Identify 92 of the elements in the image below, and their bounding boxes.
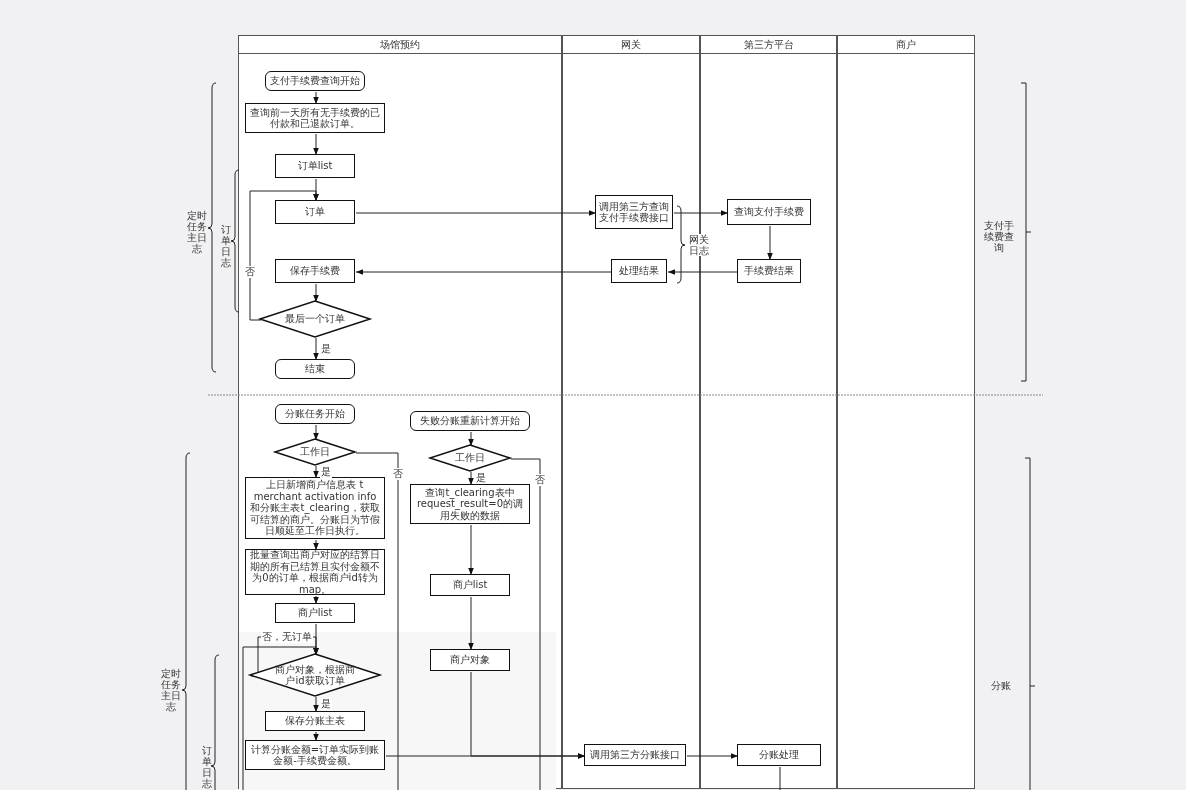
process-box: [275, 154, 355, 178]
connector-arrow: [355, 269, 613, 275]
connector-arrow: [313, 133, 319, 156]
connector-arrow: [470, 671, 586, 759]
edge-label: 否: [244, 266, 256, 278]
process-box: [265, 711, 365, 731]
node-label: 手续费结果: [744, 265, 794, 277]
connector-arrow: [468, 524, 474, 576]
node-label: 处理结果: [619, 265, 659, 277]
swimlane: [238, 35, 562, 789]
node-label: 失败分账重新计算开始: [420, 415, 520, 427]
lane-title: 第三方平台: [743, 38, 794, 51]
process-box: [275, 259, 355, 283]
edge-label: 否: [392, 468, 404, 480]
process-box: [727, 199, 811, 225]
node-label: 查询t_clearing表中request_result=0的调用失败的数据: [415, 486, 524, 522]
node-label: 分账处理: [759, 749, 799, 761]
connector-arrow: [313, 337, 319, 361]
process-box: [430, 649, 510, 671]
connector-arrow: [313, 91, 319, 105]
connector-arrow: [767, 225, 773, 261]
connector-arrow: [468, 596, 474, 651]
side-note: 定时任务主日志: [160, 668, 182, 712]
swimlane: [837, 35, 975, 789]
decision-diamond: [250, 654, 380, 696]
connector-arrow: [667, 269, 739, 275]
node-label: 批量查询出商户对应的结算日期的所有已结算且实付金额不为0的订单，根据商户id转为map。: [249, 549, 381, 595]
connector-arrow: [468, 431, 474, 447]
connector-arrow: [313, 731, 319, 742]
connector-arrow: [468, 471, 474, 486]
edge-label: 是: [320, 698, 332, 710]
node-label: 查询支付手续费: [734, 206, 804, 218]
node-label: 工作日: [299, 446, 331, 458]
process-box: [275, 603, 355, 623]
node-label: 商户list: [452, 579, 488, 591]
process-box: [584, 744, 686, 766]
node-label: 订单: [305, 206, 325, 218]
side-note: 订单日志: [201, 745, 212, 789]
lane-title: 网关: [621, 38, 641, 51]
node-label: 调用第三方分账接口: [590, 749, 680, 761]
side-note: 订单日志: [220, 224, 231, 268]
edge-label: 否: [534, 474, 546, 486]
process-box: [275, 200, 355, 224]
node-label: 上日新增商户信息表 t merchant activation info和分账主表t_clearing，获取可结算的商户。分账日为节假日顺延至工作日执行。: [249, 479, 381, 537]
connector-arrow: [313, 424, 319, 441]
terminal-box: [275, 404, 355, 424]
connector-arrow: [686, 753, 739, 759]
connector-arrow: [355, 210, 597, 216]
connector-arrow: [249, 190, 319, 321]
terminal-box: [275, 359, 355, 379]
connector-arrow: [313, 283, 319, 303]
terminal-box: [265, 71, 365, 91]
node-label: 查询前一天所有无手续费的已付款和已退款订单。: [249, 106, 381, 130]
node-label: 结束: [305, 363, 325, 375]
edge-label: 是: [320, 343, 332, 355]
node-label: 最后一个订单: [284, 313, 346, 325]
decision-diamond: [260, 301, 370, 337]
edge-label: 是: [320, 466, 332, 478]
connector-arrow: [673, 210, 729, 216]
node-label: 商户对象，根据商户id获取订单: [274, 663, 356, 687]
node-label: 支付手续费查询开始: [270, 75, 360, 87]
decision-diamond: [275, 439, 355, 465]
connector-arrow: [313, 696, 319, 713]
swimlane: [562, 35, 700, 789]
terminal-box: [410, 411, 530, 431]
side-note: 分账: [990, 680, 1012, 691]
connector-arrow: [313, 595, 319, 605]
decision-diamond: [430, 445, 510, 471]
lane-title: 场馆预约: [380, 38, 420, 51]
side-note: 定时任务主日志: [186, 210, 208, 254]
connector-arrow: [313, 465, 319, 479]
process-box: [410, 484, 530, 524]
connector-arrow: [242, 646, 319, 790]
node-label: 调用第三方查询支付手续费接口: [599, 200, 669, 224]
node-label: 订单list: [297, 160, 333, 172]
lane-title: 商户: [896, 38, 916, 51]
connector-arrow: [313, 539, 319, 551]
swimlane: [700, 35, 837, 789]
process-box: [611, 259, 667, 283]
process-box: [737, 744, 821, 766]
node-label: 商户list: [297, 607, 333, 619]
process-box: [737, 259, 801, 283]
node-label: 计算分账金额=订单实际到账金额-手续费金额。: [249, 743, 381, 767]
node-label: 保存手续费: [290, 265, 340, 277]
node-label: 工作日: [454, 452, 486, 464]
node-label: 分账任务开始: [285, 408, 345, 420]
process-box: [430, 574, 510, 596]
edge-label: 否，无订单: [261, 631, 313, 643]
node-label: 保存分账主表: [285, 715, 345, 727]
node-label: 商户对象: [450, 654, 490, 666]
edge-label: 是: [475, 472, 487, 484]
side-note: 网关日志: [688, 234, 710, 256]
